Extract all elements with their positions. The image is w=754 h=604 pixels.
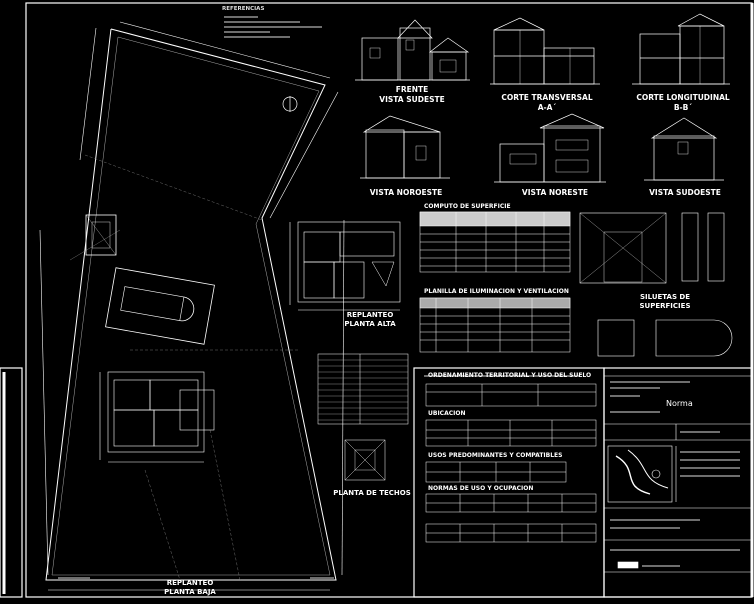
label-replanteo-baja: REPLANTEO bbox=[166, 579, 214, 587]
label-planta-baja: PLANTA BAJA bbox=[164, 588, 216, 596]
table-iluminacion bbox=[419, 297, 571, 353]
lot-dimension-marks bbox=[39, 21, 345, 591]
label-norma: Norma bbox=[666, 399, 693, 408]
label-frente: FRENTE bbox=[395, 85, 429, 94]
north-arrow-icon bbox=[282, 96, 298, 112]
label-corte-transversal: CORTE TRANSVERSAL bbox=[501, 93, 593, 102]
plan-pavilion bbox=[85, 214, 117, 256]
siluetas-de-superficies bbox=[579, 212, 733, 357]
label-corte-a-a: A-A´ bbox=[537, 103, 557, 112]
label-replanteo-alta: REPLANTEO bbox=[346, 311, 394, 319]
ordenamiento-block bbox=[413, 367, 753, 598]
label-corte-b-b: B-B´ bbox=[673, 103, 693, 112]
elevation-vista-noroeste bbox=[360, 115, 450, 179]
table-computo bbox=[419, 211, 571, 273]
label-vista-sudoeste: VISTA SUDOESTE bbox=[649, 188, 721, 197]
plan-upper-floor bbox=[289, 221, 401, 311]
elevation-vista-noreste bbox=[494, 113, 606, 183]
label-ubicacion: UBICACION bbox=[428, 410, 466, 417]
plan-ground-floor bbox=[99, 371, 215, 463]
elevation-corte-longitudinal bbox=[632, 13, 730, 85]
label-vista-sudeste: VISTA SUDESTE bbox=[379, 95, 445, 104]
annotation-marks bbox=[58, 16, 740, 579]
label-usos: USOS PREDOMINANTES Y COMPATIBLES bbox=[428, 452, 563, 459]
label-normas: NORMAS DE USO Y OCUPACION bbox=[428, 485, 534, 492]
label-vista-noreste: VISTA NORESTE bbox=[521, 188, 589, 197]
label-superficies: SUPERFICIES bbox=[639, 302, 691, 310]
label-siluetas: SILUETAS DE bbox=[639, 293, 691, 301]
references-title: REFERENCIAS bbox=[222, 6, 265, 12]
elevation-corte-transversal bbox=[490, 17, 600, 85]
plan-roof bbox=[317, 353, 409, 481]
lot-boundary bbox=[45, 28, 337, 581]
elevation-frente bbox=[355, 19, 470, 81]
label-vista-noroeste: VISTA NOROESTE bbox=[369, 188, 443, 197]
label-planta-alta: PLANTA ALTA bbox=[344, 320, 396, 328]
label-computo-superficie: COMPUTO DE SUPERFICIE bbox=[424, 203, 511, 210]
label-planta-techos: PLANTA DE TECHOS bbox=[333, 489, 411, 497]
label-corte-longitudinal: CORTE LONGITUDINAL bbox=[636, 93, 730, 102]
label-planilla-iluminacion: PLANILLA DE ILUMINACION Y VENTILACION bbox=[424, 288, 569, 295]
label-ordenamiento: ORDENAMIENTO TERRITORIAL Y USO DEL SUELO bbox=[428, 372, 592, 379]
elevation-vista-sudoeste bbox=[644, 117, 724, 181]
plan-pool bbox=[105, 267, 215, 345]
